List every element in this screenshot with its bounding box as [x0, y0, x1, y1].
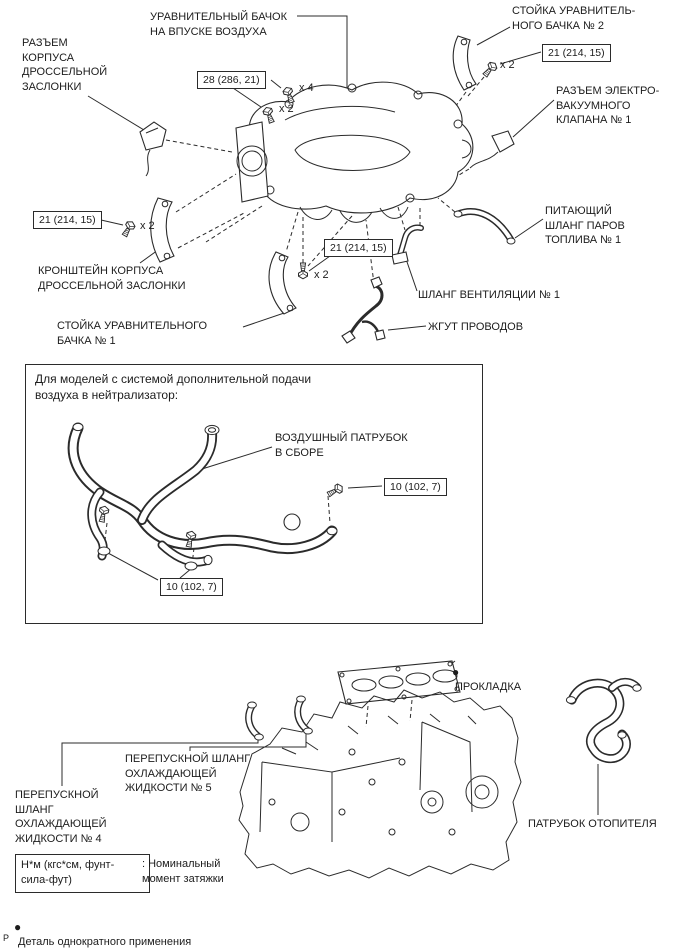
label-bypass-hose-4: ПЕРЕПУСКНОЙ ШЛАНГ ОХЛАЖДАЮЩЕЙ ЖИДКОСТИ №… [15, 789, 107, 845]
variant-section-box [25, 364, 483, 624]
count-x4: x 4 [299, 82, 314, 94]
variant-note: Для моделей с системой дополнительной по… [35, 372, 312, 402]
gasket-callout: ● ПРОКЛАДКА [452, 650, 521, 695]
single-use-note-text: Деталь однократного применения [18, 936, 192, 949]
torque-legend-box: Н*м (кгс*см, фунт- сила-фут) [15, 854, 150, 893]
count-x2-center: x 2 [314, 269, 329, 281]
label-evac-valve-connector: РАЗЪЕМ ЭЛЕКТРО- ВАКУУМНОГО КЛАПАНА № 1 [556, 85, 660, 127]
label-throttle-body-bracket: КРОНШТЕЙН КОРПУСА ДРОССЕЛЬНОЙ ЗАСЛОНКИ [38, 265, 186, 292]
wire-harness-part [341, 276, 386, 344]
label-bypass-hose-5: ПЕРЕПУСКНОЙ ШЛАНГ ОХЛАЖДАЮЩЕЙ ЖИДКОСТИ №… [125, 753, 251, 795]
label-stay-2: СТОЙКА УРАВНИТЕЛЬ- НОГО БАЧКА № 2 [512, 5, 636, 32]
count-x2-left: x 2 [140, 220, 155, 232]
evac-connector-part [469, 130, 515, 169]
stay-2-part [452, 35, 477, 91]
bypass-hose-5-part [294, 695, 313, 735]
label-wire-harness: ЖГУТ ПРОВОДОВ [428, 321, 524, 333]
label-heater-pipe: ПАТРУБОК ОТОПИТЕЛЯ [528, 818, 657, 830]
bypass-hose-4-part [245, 701, 264, 741]
label-gasket: ПРОКЛАДКА [455, 681, 522, 694]
torque-badge-10-right: 10 (102, 7) [384, 478, 447, 496]
single-use-marker-icon: ● [14, 919, 22, 934]
gasket-marker-icon: ● [452, 664, 460, 679]
count-x2-manifold: x 2 [279, 103, 294, 115]
heater-hose-part [565, 677, 642, 764]
air-tube-part [67, 422, 338, 571]
label-air-tube: ВОЗДУШНЫЙ ПАТРУБОК В СБОРЕ [275, 432, 408, 459]
page-mark: P [3, 933, 10, 943]
label-vent-hose: ШЛАНГ ВЕНТИЛЯЦИИ № 1 [418, 289, 560, 301]
engine-part [238, 689, 522, 879]
label-fuel-vapor-hose: ПИТАЮЩИЙ ШЛАНГ ПАРОВ ТОПЛИВА № 1 [545, 205, 625, 247]
throttle-connector-part [139, 121, 167, 177]
bolt-icon [480, 59, 500, 79]
label-stay-1: СТОЙКА УРАВНИТЕЛЬНОГО БАЧКА № 1 [57, 320, 208, 347]
vent-hose-part [391, 224, 424, 265]
torque-badge-28: 28 (286, 21) [197, 71, 266, 89]
count-x2-top-right: x 2 [500, 59, 515, 71]
label-surge-tank: УРАВНИТЕЛЬНЫЙ БАЧОК НА ВПУСКЕ ВОЗДУХА [150, 11, 288, 38]
torque-badge-21-center: 21 (214, 15) [324, 239, 393, 257]
stay-1-part [268, 251, 297, 315]
surge-tank-part [235, 81, 474, 223]
fuel-vapor-hose-part [453, 208, 516, 245]
bolt-icon [298, 262, 308, 280]
torque-legend-meaning: : Номинальный момент затяжки [142, 858, 224, 885]
torque-badge-21-top-right: 21 (214, 15) [542, 44, 611, 62]
bolt-icon [120, 219, 137, 239]
torque-badge-21-left: 21 (214, 15) [33, 211, 102, 229]
single-use-note: ● Деталь однократного применения [14, 905, 191, 950]
label-throttle-body-connector: РАЗЪЕМ КОРПУСА ДРОССЕЛЬНОЙ ЗАСЛОНКИ [22, 37, 108, 93]
throttle-bracket-part [150, 197, 175, 263]
gasket-part [337, 660, 461, 705]
torque-badge-10-bottom: 10 (102, 7) [160, 578, 223, 596]
